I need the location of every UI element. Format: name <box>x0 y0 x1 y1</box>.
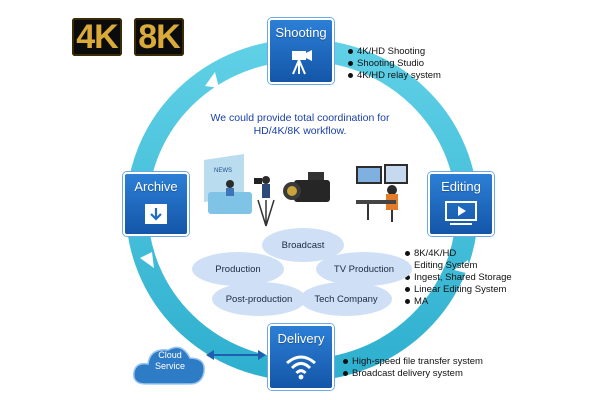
list-item: Ingest, Shared Storage <box>405 272 512 284</box>
editing-desk-illustration <box>356 164 408 222</box>
cloud-label-line1: Cloud <box>158 350 182 360</box>
list-item: MA <box>405 296 512 308</box>
badge-8k: 8K <box>134 18 184 56</box>
editing-feature-list: 8K/4K/HD Editing System Ingest, Shared S… <box>405 248 512 308</box>
node-archive[interactable]: Archive <box>123 172 189 236</box>
sector-tech-company: Tech Company <box>300 282 392 316</box>
list-item: 8K/4K/HD <box>405 248 512 260</box>
node-archive-label: Archive <box>134 179 178 194</box>
cloud-service-label: Cloud Service <box>140 350 200 372</box>
node-shooting[interactable]: Shooting <box>268 18 334 84</box>
badge-4k: 4K <box>72 18 122 56</box>
coordination-text-line1: We could provide total coordination for <box>210 112 390 124</box>
list-item: 4K/HD Shooting <box>348 46 441 58</box>
list-item-continuation: Editing System <box>414 260 478 271</box>
list-item: Shooting Studio <box>348 58 441 70</box>
list-item: Broadcast delivery system <box>343 368 483 380</box>
coordination-text: We could provide total coordination for … <box>190 112 410 138</box>
list-item: Linear Editing System <box>405 284 512 296</box>
shooting-feature-list: 4K/HD Shooting Shooting Studio 4K/HD rel… <box>348 46 441 82</box>
news-sign: NEWS <box>214 168 232 174</box>
double-arrow-icon <box>206 350 266 360</box>
sector-tv-production: TV Production <box>316 252 412 286</box>
node-shooting-label: Shooting <box>275 25 327 40</box>
node-delivery-label: Delivery <box>277 331 325 346</box>
coordination-text-line2: HD/4K/8K workflow. <box>253 125 347 137</box>
node-editing[interactable]: Editing <box>428 172 494 236</box>
monitor-play-icon <box>445 201 477 225</box>
news-studio-illustration: NEWS <box>204 154 275 227</box>
delivery-feature-list: High-speed file transfer system Broadcas… <box>343 356 483 380</box>
archive-box-icon <box>145 204 167 224</box>
node-editing-label: Editing <box>441 179 481 194</box>
list-item: High-speed file transfer system <box>343 356 483 368</box>
cloud-service-shape <box>133 346 205 385</box>
list-item: 4K/HD relay system <box>348 70 441 82</box>
wifi-signal-icon <box>286 355 316 380</box>
sector-post-production: Post-production <box>212 282 306 316</box>
node-delivery[interactable]: Delivery <box>268 324 334 390</box>
video-camera-illustration <box>283 172 330 202</box>
camera-tripod-icon <box>292 50 312 75</box>
production-illustration: NEWS <box>204 154 408 227</box>
sector-production: Production <box>192 252 284 286</box>
cloud-label-line2: Service <box>154 361 185 371</box>
